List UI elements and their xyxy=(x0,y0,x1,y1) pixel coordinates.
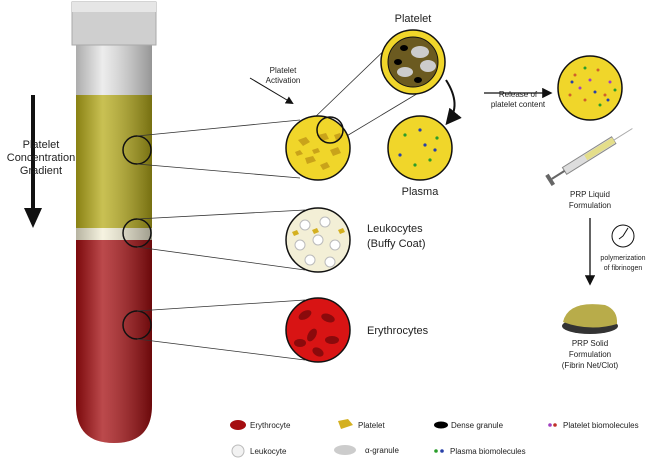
legend-platelet-biomolecules: Platelet biomolecules xyxy=(563,421,639,430)
release-label-2: platelet content xyxy=(491,100,546,109)
alpha-granule-legend-icon xyxy=(334,445,356,455)
erythrocytes-label: Erythrocytes xyxy=(367,325,429,337)
dense-granule-legend-icon xyxy=(434,421,448,429)
legend-alpha-granule: α-granule xyxy=(365,446,400,455)
release-label-1: Release of xyxy=(499,90,538,99)
legend: Erythrocyte Platelet Dense granule Plate… xyxy=(230,419,639,458)
fibrin-clot-icon xyxy=(562,304,618,334)
gradient-label-3: Gradient xyxy=(20,165,62,177)
gradient-label-1: Platelet xyxy=(23,139,60,151)
prp-liquid-label-2: Formulation xyxy=(569,201,611,210)
gradient-label-2: Concentration xyxy=(7,152,76,164)
prp-solid-label-2: Formulation xyxy=(569,350,611,359)
erythrocytes-circle xyxy=(285,297,351,363)
activation-label-1: Platelet xyxy=(270,66,297,75)
activation-arrow xyxy=(249,77,294,105)
prp-solid-label-3: (Fibrin Net/Clot) xyxy=(562,361,619,370)
clock-icon xyxy=(611,224,635,248)
test-tube xyxy=(71,1,157,443)
curved-arrow xyxy=(445,79,462,126)
polymerization-label-2: of fibrinogen xyxy=(604,265,643,272)
platelet-circle xyxy=(380,29,446,95)
leukocyte-legend-icon xyxy=(231,444,245,458)
released-content-circle xyxy=(557,55,623,121)
leukocytes-circle xyxy=(285,207,351,273)
leukocytes-label-2: (Buffy Coat) xyxy=(367,238,426,250)
plasma-biomolecule-legend-icon xyxy=(434,449,438,453)
plasma-label: Plasma xyxy=(402,186,440,198)
activation-label-2: Activation xyxy=(266,76,301,85)
prp-solid-label-1: PRP Solid xyxy=(572,339,608,348)
polymerization-label-1: polymerization xyxy=(600,255,645,262)
legend-plasma-biomolecules: Plasma biomolecules xyxy=(450,447,526,456)
connector-lines xyxy=(136,39,421,361)
activated-platelets-circle xyxy=(285,115,351,181)
legend-dense-granule: Dense granule xyxy=(451,421,504,430)
plasma-circle xyxy=(387,115,453,181)
platelet-label: Platelet xyxy=(395,13,432,25)
legend-platelet: Platelet xyxy=(358,421,385,430)
platelet-legend-icon xyxy=(338,419,353,429)
platelet-biomolecule-legend-icon xyxy=(548,423,552,427)
legend-leukocyte: Leukocyte xyxy=(250,447,287,456)
leukocytes-label-1: Leukocytes xyxy=(367,223,423,235)
legend-erythrocyte: Erythrocyte xyxy=(250,421,291,430)
syringe-icon xyxy=(545,128,633,187)
erythrocyte-legend-icon xyxy=(230,420,246,430)
prp-liquid-label-1: PRP Liquid xyxy=(570,190,610,199)
